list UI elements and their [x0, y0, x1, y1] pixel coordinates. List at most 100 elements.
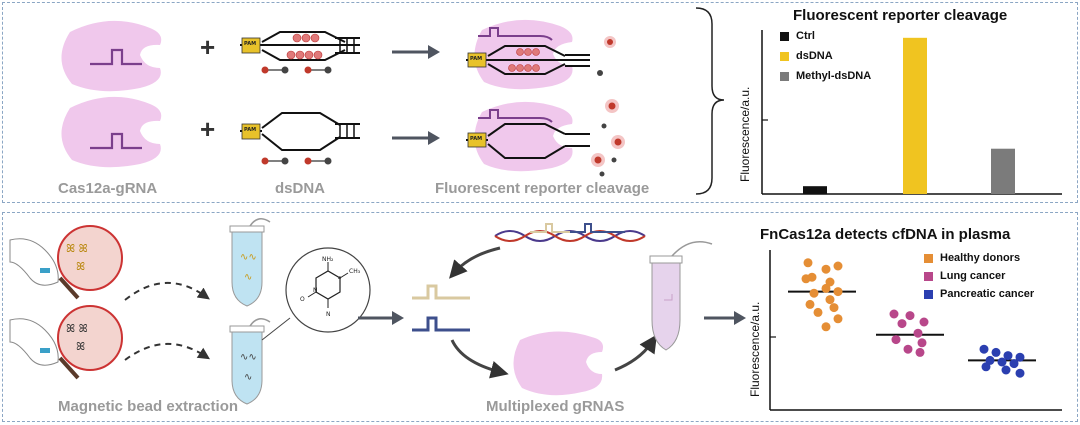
grna-guide-icon — [412, 284, 470, 300]
pam-label: PAM — [244, 41, 257, 47]
bar-dsdna — [903, 37, 927, 194]
dna-helix-icon — [494, 223, 646, 242]
scatter-point — [889, 309, 899, 319]
scatter-point — [905, 311, 915, 321]
scatter-point — [813, 307, 823, 317]
svg-text:∿∿: ∿∿ — [240, 252, 257, 263]
svg-text:CH₃: CH₃ — [349, 268, 361, 275]
methylcytosine-structure-icon: NH₂ CH₃ O N 4 N — [261, 247, 371, 341]
scatter-point — [915, 347, 925, 357]
blood-draw-icon-1: ꕤ ꕤ ꕤ — [9, 225, 123, 300]
scatter-point — [913, 328, 923, 338]
scatter-point — [897, 319, 907, 329]
scatter-point — [997, 357, 1007, 367]
scatter-point — [985, 355, 995, 365]
scatter-point — [833, 314, 843, 324]
scatter-point — [833, 261, 843, 271]
svg-text:NH₂: NH₂ — [322, 256, 334, 263]
svg-text:N: N — [313, 287, 318, 294]
chart1-legend-dsdna: dsDNA — [780, 50, 833, 62]
scatter-point — [833, 287, 843, 297]
scatter-point — [981, 362, 991, 372]
svg-text:ꕤ: ꕤ — [76, 260, 85, 273]
scatter-point — [917, 338, 927, 348]
scatter-point — [919, 317, 929, 327]
svg-text:N: N — [326, 311, 331, 318]
scatter-point — [801, 274, 811, 284]
dashed-arrow-icon — [124, 343, 211, 361]
curved-arrow-icon — [450, 339, 509, 379]
chart2-ylabel: Fluorescence/a.u. — [748, 301, 762, 397]
arrow-icon — [392, 311, 404, 325]
scatter-point — [829, 303, 839, 313]
chart-reporter-cleavage — [761, 30, 1062, 195]
scatter-point — [1003, 351, 1013, 361]
grna-icon — [90, 132, 142, 150]
blood-draw-icon-2: ꕤ ꕤ ꕤ — [9, 305, 123, 380]
scatter-point — [805, 299, 815, 309]
scatter-point — [1009, 359, 1019, 369]
scatter-point — [803, 258, 813, 268]
pam-label: PAM — [470, 136, 483, 142]
curved-arrow-icon — [614, 334, 657, 372]
chart-cfdna-plasma — [769, 250, 1062, 411]
dsdna-label: dsDNA — [275, 180, 326, 197]
tube-icon-1: ∿∿ ∿ — [229, 218, 271, 307]
plus-icon: + — [200, 114, 215, 144]
arrow-icon — [734, 311, 746, 325]
tube-icon-2: ∿∿ ∿ — [229, 318, 271, 405]
svg-text:∿: ∿ — [244, 372, 252, 383]
scatter-point — [821, 264, 831, 274]
dashed-arrow-icon — [124, 282, 210, 301]
curved-arrow-icon — [449, 246, 501, 279]
svg-text:∿: ∿ — [244, 272, 252, 283]
scatter-point — [821, 283, 831, 293]
dsdna-methyl-icon — [240, 31, 360, 74]
grna-guide-icon — [412, 316, 470, 332]
cas12a-grna-label: Cas12a-gRNA — [58, 180, 158, 197]
reporter-cleavage-label: Fluorescent reporter cleavage — [435, 180, 650, 197]
svg-text:ꕤ ꕤ: ꕤ ꕤ — [66, 242, 88, 255]
cas12a-dsdna-complex — [466, 99, 625, 177]
svg-text:∿∿: ∿∿ — [240, 352, 257, 363]
dsdna-icon — [240, 112, 360, 165]
scatter-point — [1001, 365, 1011, 375]
bottom-panel — [2, 212, 1078, 422]
cas12a-protein-bottom — [61, 96, 162, 168]
bar-methyl-dsdna — [991, 148, 1015, 194]
scatter-point — [1015, 368, 1025, 378]
svg-text:4: 4 — [338, 276, 341, 282]
plus-icon: + — [200, 32, 215, 62]
chart1-title: Fluorescent reporter cleavage — [793, 7, 1008, 24]
scatter-point — [1015, 352, 1025, 362]
arrow-icon — [428, 131, 440, 145]
magnetic-bead-extraction-label: Magnetic bead extraction — [58, 398, 239, 415]
plasma-tube-icon — [649, 241, 713, 351]
brace-icon — [695, 7, 725, 195]
cas12a-protein-top — [61, 20, 162, 92]
pam-label: PAM — [470, 56, 483, 62]
scatter-point — [825, 277, 835, 287]
scatter-point — [809, 288, 819, 298]
svg-text:ꕤ ꕤ: ꕤ ꕤ — [66, 322, 88, 335]
chart1-legend-methyl: Methyl-dsDNA — [780, 70, 871, 82]
grna-icon — [90, 48, 142, 66]
pam-label: PAM — [244, 127, 257, 133]
scatter-point — [991, 347, 1001, 357]
chart2-legend-pancreatic: Pancreatic cancer — [924, 288, 1034, 300]
cas12a-protein-multiplex — [513, 331, 604, 396]
scatter-point — [903, 344, 913, 354]
chart1-legend-ctrl: Ctrl — [780, 30, 815, 42]
chart2-title: FnCas12a detects cfDNA in plasma — [760, 226, 1011, 243]
multiplexed-grnas-label: Multiplexed gRNAS — [486, 398, 625, 415]
chart1-ylabel: Fluorescence/a.u. — [738, 86, 752, 182]
svg-text:ꕤ: ꕤ — [76, 340, 85, 353]
scatter-point — [821, 322, 831, 332]
chart2-legend-healthy: Healthy donors — [924, 252, 1020, 264]
arrow-icon — [428, 45, 440, 59]
svg-text:O: O — [300, 296, 305, 303]
scatter-point — [825, 295, 835, 305]
cas12a-dsdna-complex-methyl — [466, 19, 616, 90]
chart2-legend-lung: Lung cancer — [924, 270, 1005, 282]
